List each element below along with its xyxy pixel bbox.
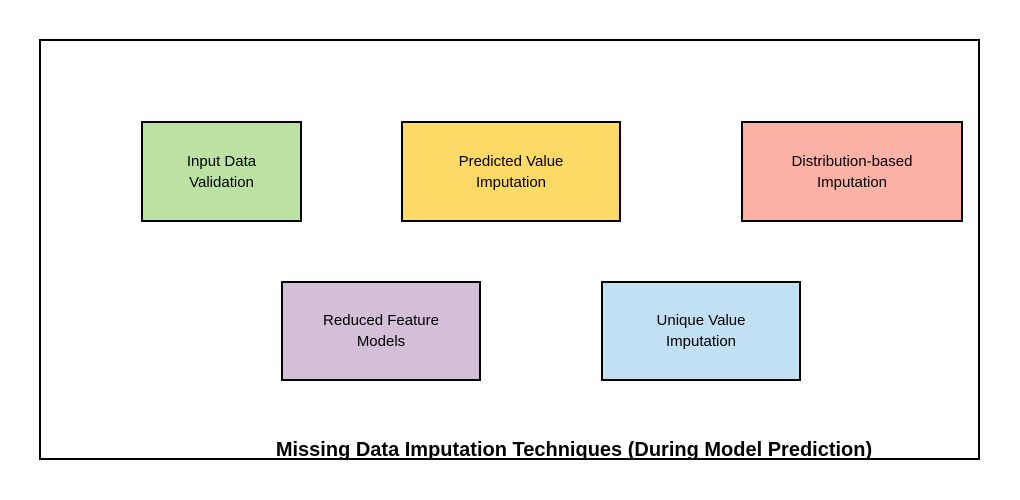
node-label: Predicted Value Imputation <box>458 152 564 191</box>
diagram-title: Missing Data Imputation Techniques (Duri… <box>275 439 873 461</box>
node-distribution-based-imputation: Distribution-based Imputation <box>741 121 963 222</box>
node-label: Distribution-based Imputation <box>791 152 913 191</box>
node-label: Unique Value Imputation <box>656 312 746 350</box>
node-reduced-feature-models: Reduced Feature Models <box>281 281 481 381</box>
node-predicted-value-imputation: Predicted Value Imputation <box>401 121 621 222</box>
node-unique-value-imputation: Unique Value Imputation <box>601 281 801 381</box>
node-label: Input Data Validation <box>186 152 257 191</box>
node-label: Reduced Feature Models <box>323 312 439 350</box>
node-input-data-validation: Input Data Validation <box>141 121 302 222</box>
diagram-frame: Input Data Validation Predicted Value Im… <box>39 39 980 461</box>
